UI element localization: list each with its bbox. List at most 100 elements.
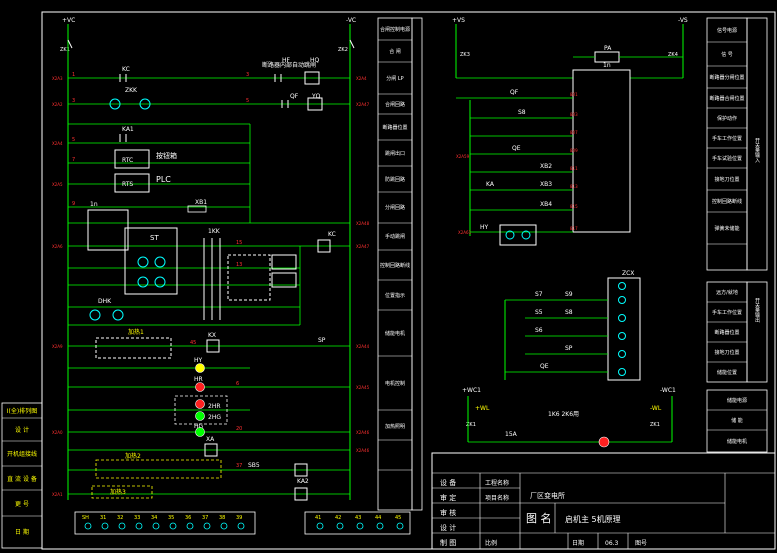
- svg-text:813: 813: [570, 184, 578, 189]
- term-l-6: 36: [185, 515, 191, 521]
- right-top-column: 信号电源 信 号 断路器分闸位置 断路器合闸位置 保护动作 手车工作位置 手车试…: [706, 17, 768, 271]
- rt-pa: PA: [604, 45, 612, 52]
- svg-text:1: 1: [72, 72, 75, 78]
- left-header-note: 断路器内部自动跳闸: [262, 61, 316, 69]
- term-r-4: 45: [395, 515, 401, 521]
- rm-comp-5: S5: [535, 309, 543, 316]
- svg-text:3: 3: [246, 72, 249, 78]
- left-fn-3: 合闸回路: [385, 101, 405, 108]
- svg-text:45: 45: [190, 340, 196, 346]
- svg-text:X2A6: X2A6: [52, 244, 63, 249]
- rt-fn-1: 信 号: [721, 51, 733, 58]
- term-r-0: 41: [315, 515, 321, 521]
- left-fn-5: 跳闸出口: [385, 150, 405, 157]
- left-fn-7: 分闸回路: [385, 204, 405, 211]
- left-function-column: 合闸控制电源 合 闸 分闸 LP 合闸回路 断路器位置 跳闸出口 防跳回路 分闸…: [377, 17, 423, 511]
- svg-text:5: 5: [72, 137, 75, 143]
- rt-comp-5: XB3: [540, 181, 552, 188]
- svg-text:X2A4: X2A4: [52, 141, 63, 146]
- left-label-0: I(全)排列图: [7, 407, 37, 415]
- rt-fn-7: 接地刀位置: [714, 176, 739, 183]
- comp-in: 1n: [90, 201, 98, 208]
- rt-supply-pos: +VS: [452, 17, 465, 24]
- rt-comp-3: KA: [486, 181, 495, 188]
- comp-kc: KC: [122, 66, 130, 73]
- term-l-5: 35: [168, 515, 174, 521]
- tb-project: 厂区变电所: [530, 491, 565, 500]
- svg-text:X2A5: X2A5: [52, 182, 63, 187]
- left-fn-9: 控制回路断线: [380, 262, 410, 269]
- left-fn-10: 位置指示: [385, 292, 405, 299]
- rt-comp-6: XB4: [540, 201, 552, 208]
- svg-text:801: 801: [570, 92, 578, 97]
- comp-ka1: KA1: [122, 126, 134, 133]
- rt-in: 1n: [603, 62, 611, 69]
- rm-comp-6: S6: [535, 327, 543, 334]
- tb-label-2: 审 核: [440, 508, 456, 517]
- left-fn-4: 断路器位置: [382, 124, 407, 131]
- comp-st: ST: [150, 234, 159, 242]
- term-r-1: 42: [335, 515, 341, 521]
- rb-pos-label: +WL: [475, 405, 490, 412]
- comp-rts: RTS: [122, 181, 133, 188]
- rm-fn-0: 远方/就地: [716, 289, 738, 296]
- rb-switch-pos: ZK1: [466, 422, 476, 428]
- left-fn-8: 手动跳闸: [385, 233, 405, 240]
- rb-supply-neg: -WC1: [660, 387, 676, 394]
- comp-sb: SB5: [248, 462, 260, 469]
- rm-fn-1: 手车工作位置: [712, 309, 742, 316]
- rb-fn-2: 储能电机: [727, 438, 747, 445]
- left-switch-pos: ZK1: [60, 47, 70, 53]
- term-r-3: 44: [375, 515, 381, 521]
- left-label-4: 更 号: [15, 501, 29, 508]
- rm-comp-3: QE: [540, 363, 549, 370]
- svg-text:X2A46: X2A46: [356, 430, 370, 435]
- svg-text:809: 809: [570, 148, 578, 153]
- tb-label-0: 设 备: [440, 478, 456, 487]
- rb-fn-1: 储 能: [731, 417, 743, 424]
- right-top-circuit: +VS -VS ZK3 ZK4 PA 1n QF: [452, 17, 688, 246]
- left-fn-0: 合闸控制电源: [380, 26, 410, 33]
- comp-rtc: RTC: [122, 157, 133, 164]
- svg-text:5: 5: [246, 98, 249, 104]
- left-fn-1: 合 闸: [389, 48, 401, 55]
- svg-text:X2A0: X2A0: [52, 430, 63, 435]
- term-r-2: 43: [355, 515, 361, 521]
- tb-drawing-title: 启机主 5机原理: [565, 514, 621, 524]
- comp-dhk: DHK: [98, 298, 112, 305]
- tb-sheet-label: 图号: [635, 540, 647, 547]
- rt-comp-4: XB2: [540, 163, 552, 170]
- tb-value-2: 图 名: [526, 511, 552, 525]
- left-label-2: 开机组接线: [7, 450, 37, 458]
- comp-yq: YQ: [311, 93, 321, 100]
- rb-sa: 15A: [505, 431, 518, 438]
- rt-fn-2: 断路器分闸位置: [709, 74, 744, 81]
- rt-fn-9: 弹簧未储能: [714, 225, 739, 232]
- svg-text:9: 9: [72, 201, 75, 207]
- rt-switch-neg: ZK4: [668, 52, 678, 58]
- rm-fn-3: 接地刀位置: [714, 349, 739, 356]
- svg-text:6: 6: [236, 381, 239, 387]
- svg-text:X2A46: X2A46: [356, 448, 370, 453]
- left-switch-neg: ZK2: [338, 47, 348, 53]
- button-box-label: 按钮箱: [156, 151, 177, 160]
- left-label-5: 日 期: [15, 528, 29, 536]
- svg-text:X2A4: X2A4: [356, 76, 367, 81]
- left-fn-12: 电机控制: [385, 380, 405, 387]
- svg-text:X2A1: X2A1: [52, 492, 63, 497]
- comp-sp: SP: [318, 337, 326, 344]
- rt-fn-8: 控制回路断线: [712, 198, 742, 205]
- rm-comp-2: SP: [565, 345, 573, 352]
- term-l-4: 34: [151, 515, 157, 521]
- left-fn-6: 防跳回路: [385, 176, 405, 183]
- rt-fn-side: 开关量输入: [754, 138, 760, 163]
- comp-xb: XB1: [195, 199, 207, 206]
- tb-date-label: 日期: [572, 539, 584, 547]
- rb-note: 1K6 2K6用: [548, 411, 579, 418]
- svg-text:X2A48: X2A48: [356, 221, 370, 226]
- rt-comp-2: QE: [512, 145, 521, 152]
- rt-fn-0: 信号电源: [717, 27, 737, 34]
- rt-fn-3: 断路器合闸位置: [709, 95, 744, 102]
- svg-text:815: 815: [570, 204, 578, 209]
- plc-label: PLC: [156, 175, 171, 184]
